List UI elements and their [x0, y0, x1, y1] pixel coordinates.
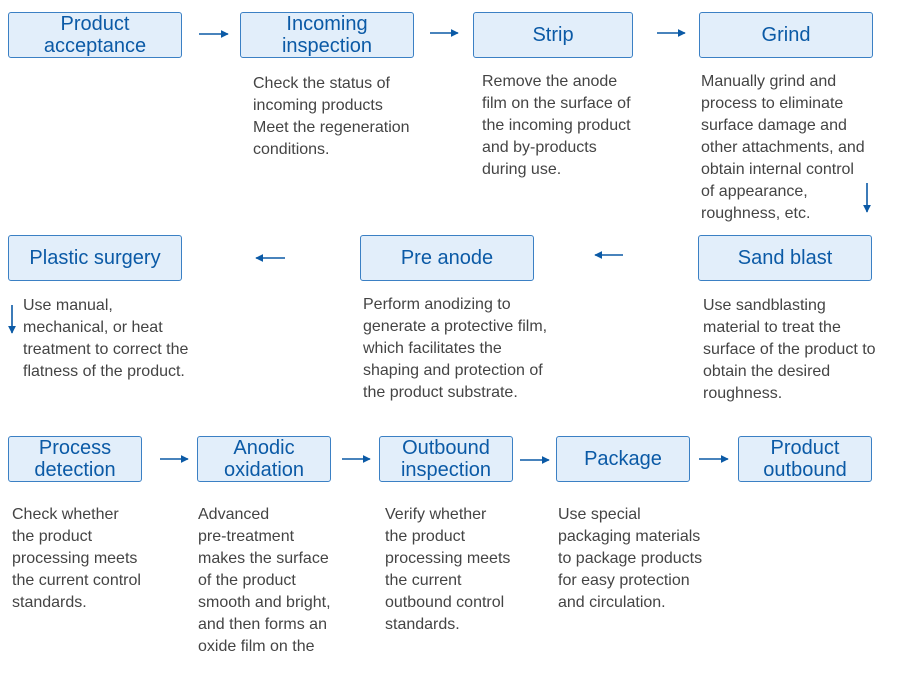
step-process-detection: Process detection	[8, 436, 142, 482]
step-outbound-inspection: Outbound inspection	[379, 436, 513, 482]
desc-plastic-surgery: Use manual, mechanical, or heat treatmen…	[23, 297, 189, 380]
step-sand-blast: Sand blast	[698, 235, 872, 281]
desc-process-detection: Check whether the product processing mee…	[12, 506, 141, 611]
step-anodic-oxidation: Anodic oxidation	[197, 436, 331, 482]
step-product-acceptance: Product acceptance	[8, 12, 182, 58]
desc-grind: Manually grind and process to eliminate …	[701, 73, 865, 222]
desc-package: Use special packaging materials to packa…	[558, 506, 703, 611]
step-grind: Grind	[699, 12, 873, 58]
desc-anodic-oxidation: Advanced pre-treatment makes the surface…	[198, 506, 331, 655]
step-incoming-inspection: Incoming inspection	[240, 12, 414, 58]
step-package: Package	[556, 436, 690, 482]
step-product-outbound: Product outbound	[738, 436, 872, 482]
step-pre-anode: Pre anode	[360, 235, 534, 281]
desc-incoming-inspection: Check the status of incoming products Me…	[253, 75, 410, 158]
desc-outbound-inspection: Verify whether the product processing me…	[385, 506, 511, 633]
desc-pre-anode: Perform anodizing to generate a protecti…	[363, 296, 548, 401]
step-plastic-surgery: Plastic surgery	[8, 235, 182, 281]
desc-sand-blast: Use sandblasting material to treat the s…	[703, 297, 876, 402]
desc-strip: Remove the anode film on the surface of …	[482, 73, 631, 178]
step-strip: Strip	[473, 12, 633, 58]
